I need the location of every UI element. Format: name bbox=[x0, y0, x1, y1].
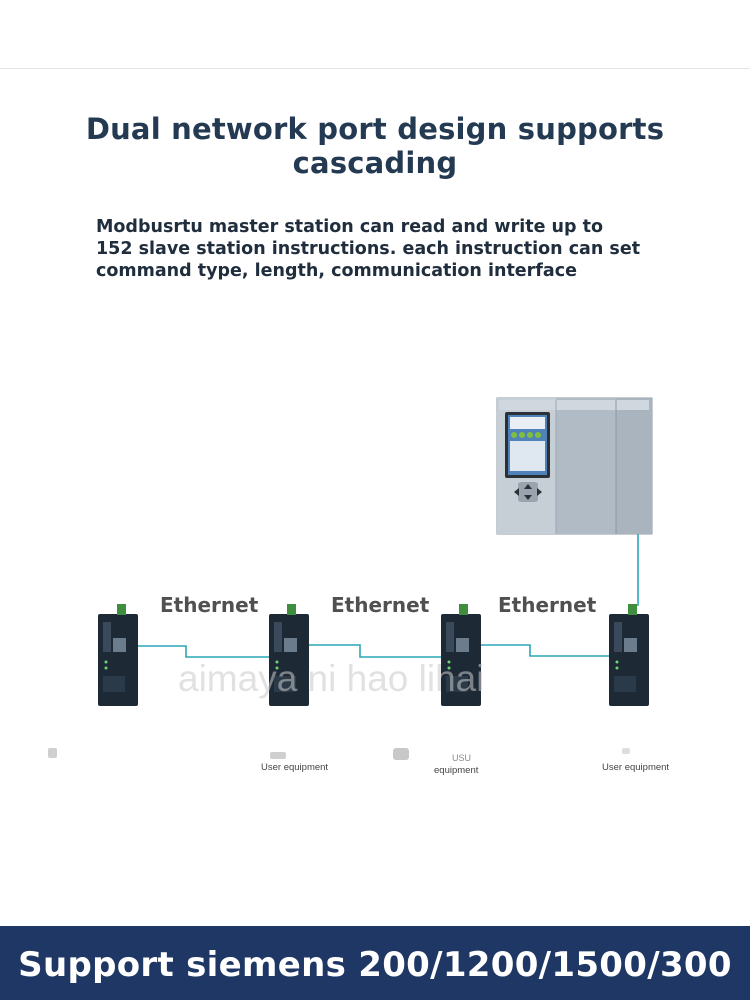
page-title: Dual network port design supports cascad… bbox=[85, 112, 665, 180]
ethernet-label: Ethernet bbox=[331, 593, 430, 617]
description-line: command type, length, communication inte… bbox=[96, 261, 577, 281]
banner-text: Support siemens 200/1200/1500/300 bbox=[18, 945, 732, 985]
user-equipment-smudge: USU bbox=[452, 753, 472, 763]
user-equipment-label: User equipment bbox=[261, 762, 329, 773]
gateway-4 bbox=[609, 604, 649, 706]
description-text: Modbusrtu master station can read and wr… bbox=[96, 216, 696, 282]
ethernet-links bbox=[112, 534, 639, 658]
watermark: aimaya ni hao lihai bbox=[178, 658, 485, 699]
description-line: Modbusrtu master station can read and wr… bbox=[96, 217, 603, 237]
user-equipment-label: User equipment bbox=[602, 762, 670, 773]
siemens-plc bbox=[496, 397, 653, 535]
bottom-banner: Support siemens 200/1200/1500/300 bbox=[0, 926, 750, 1000]
ethernet-label: Ethernet bbox=[498, 593, 597, 617]
gateway-2 bbox=[269, 604, 309, 706]
gateway-3 bbox=[441, 604, 481, 706]
description-line: 152 slave station instructions. each ins… bbox=[96, 239, 641, 259]
ethernet-label: Ethernet bbox=[160, 593, 259, 617]
user-equipment-icon bbox=[48, 748, 630, 760]
user-equipment-label: equipment bbox=[434, 765, 479, 776]
top-divider bbox=[0, 68, 750, 69]
gateway-1 bbox=[98, 604, 138, 706]
